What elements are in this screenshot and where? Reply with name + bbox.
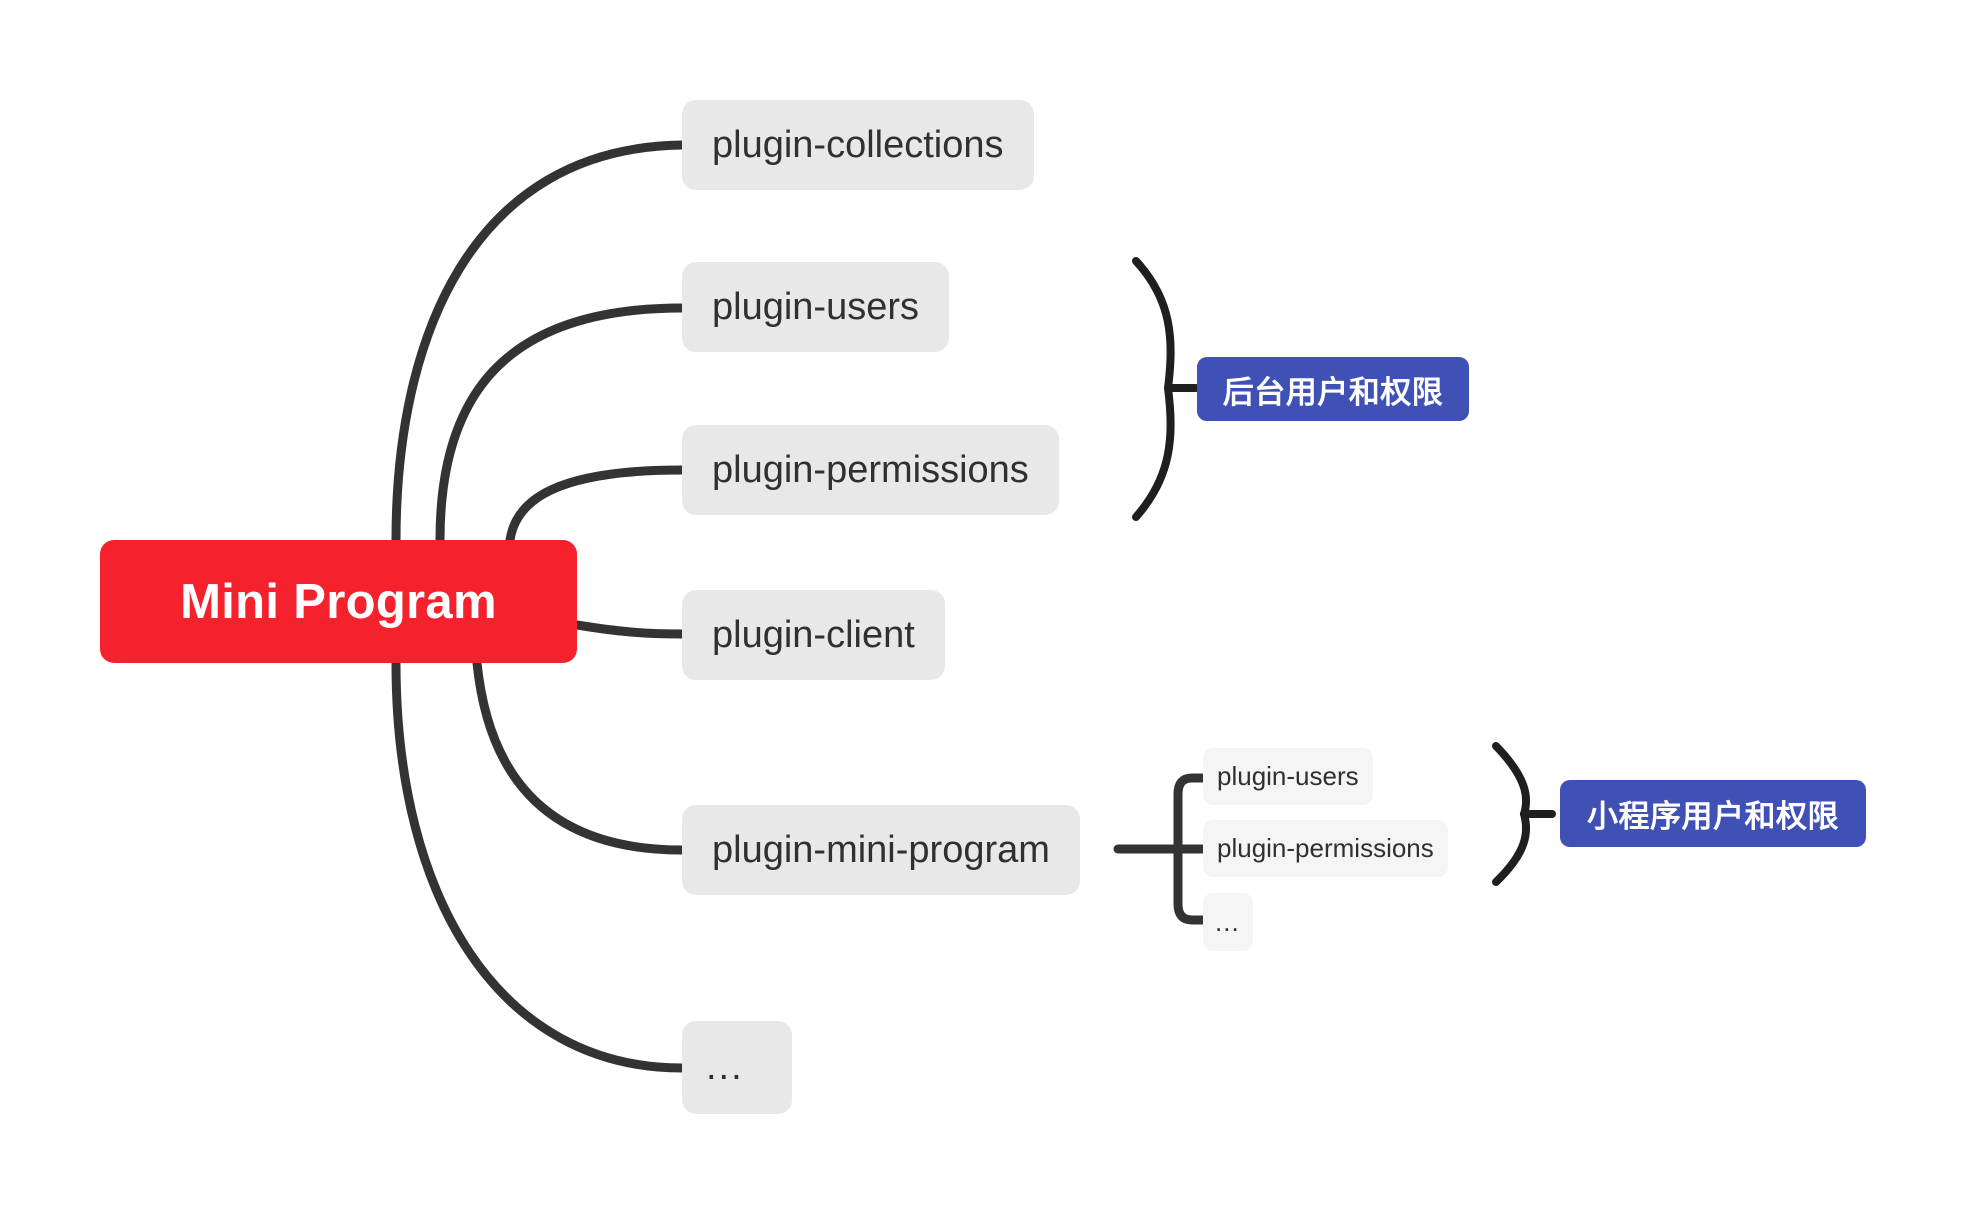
badge-miniprogram-users-permissions[interactable]: 小程序用户和权限 xyxy=(1560,780,1866,847)
node-plugin-permissions-label: plugin-permissions xyxy=(712,448,1029,491)
badge-backend-users-permissions[interactable]: 后台用户和权限 xyxy=(1197,357,1469,421)
edge-to-plugin-mini-program xyxy=(472,658,687,855)
node-plugin-users-label: plugin-users xyxy=(712,285,919,328)
root-node-label: Mini Program xyxy=(180,574,497,629)
node-plugin-mini-program-label: plugin-mini-program xyxy=(712,828,1050,871)
node-plugin-client-label: plugin-client xyxy=(712,613,915,656)
subnode-more-label: ... xyxy=(1215,906,1240,937)
edge-to-plugin-collections xyxy=(391,140,687,545)
subnode-plugin-users[interactable]: plugin-users xyxy=(1203,748,1373,805)
bracket-mini-children xyxy=(1173,773,1208,925)
root-node-mini-program[interactable]: Mini Program xyxy=(100,540,577,663)
badge-miniprogram-users-permissions-label: 小程序用户和权限 xyxy=(1587,799,1839,834)
node-plugin-mini-program[interactable]: plugin-mini-program xyxy=(682,805,1080,895)
edge-to-plugin-users xyxy=(435,303,687,545)
node-plugin-client[interactable]: plugin-client xyxy=(682,590,945,680)
subnode-plugin-permissions-label: plugin-permissions xyxy=(1217,833,1434,863)
bracket-backend xyxy=(1132,257,1175,521)
node-more-label: ... xyxy=(706,1045,744,1088)
edge-to-plugin-client xyxy=(572,620,687,639)
node-plugin-users[interactable]: plugin-users xyxy=(682,262,949,352)
subnode-plugin-users-label: plugin-users xyxy=(1217,761,1359,791)
node-plugin-collections-label: plugin-collections xyxy=(712,123,1004,166)
badge-backend-users-permissions-label: 后台用户和权限 xyxy=(1222,374,1444,410)
edge-to-more xyxy=(391,658,687,1073)
node-plugin-permissions[interactable]: plugin-permissions xyxy=(682,425,1059,515)
edge-to-plugin-permissions xyxy=(505,465,687,545)
node-more[interactable]: ... xyxy=(682,1021,792,1114)
subnode-more[interactable]: ... xyxy=(1203,893,1253,951)
bracket-miniprogram xyxy=(1492,742,1531,886)
node-plugin-collections[interactable]: plugin-collections xyxy=(682,100,1034,190)
subnode-plugin-permissions[interactable]: plugin-permissions xyxy=(1203,820,1448,877)
